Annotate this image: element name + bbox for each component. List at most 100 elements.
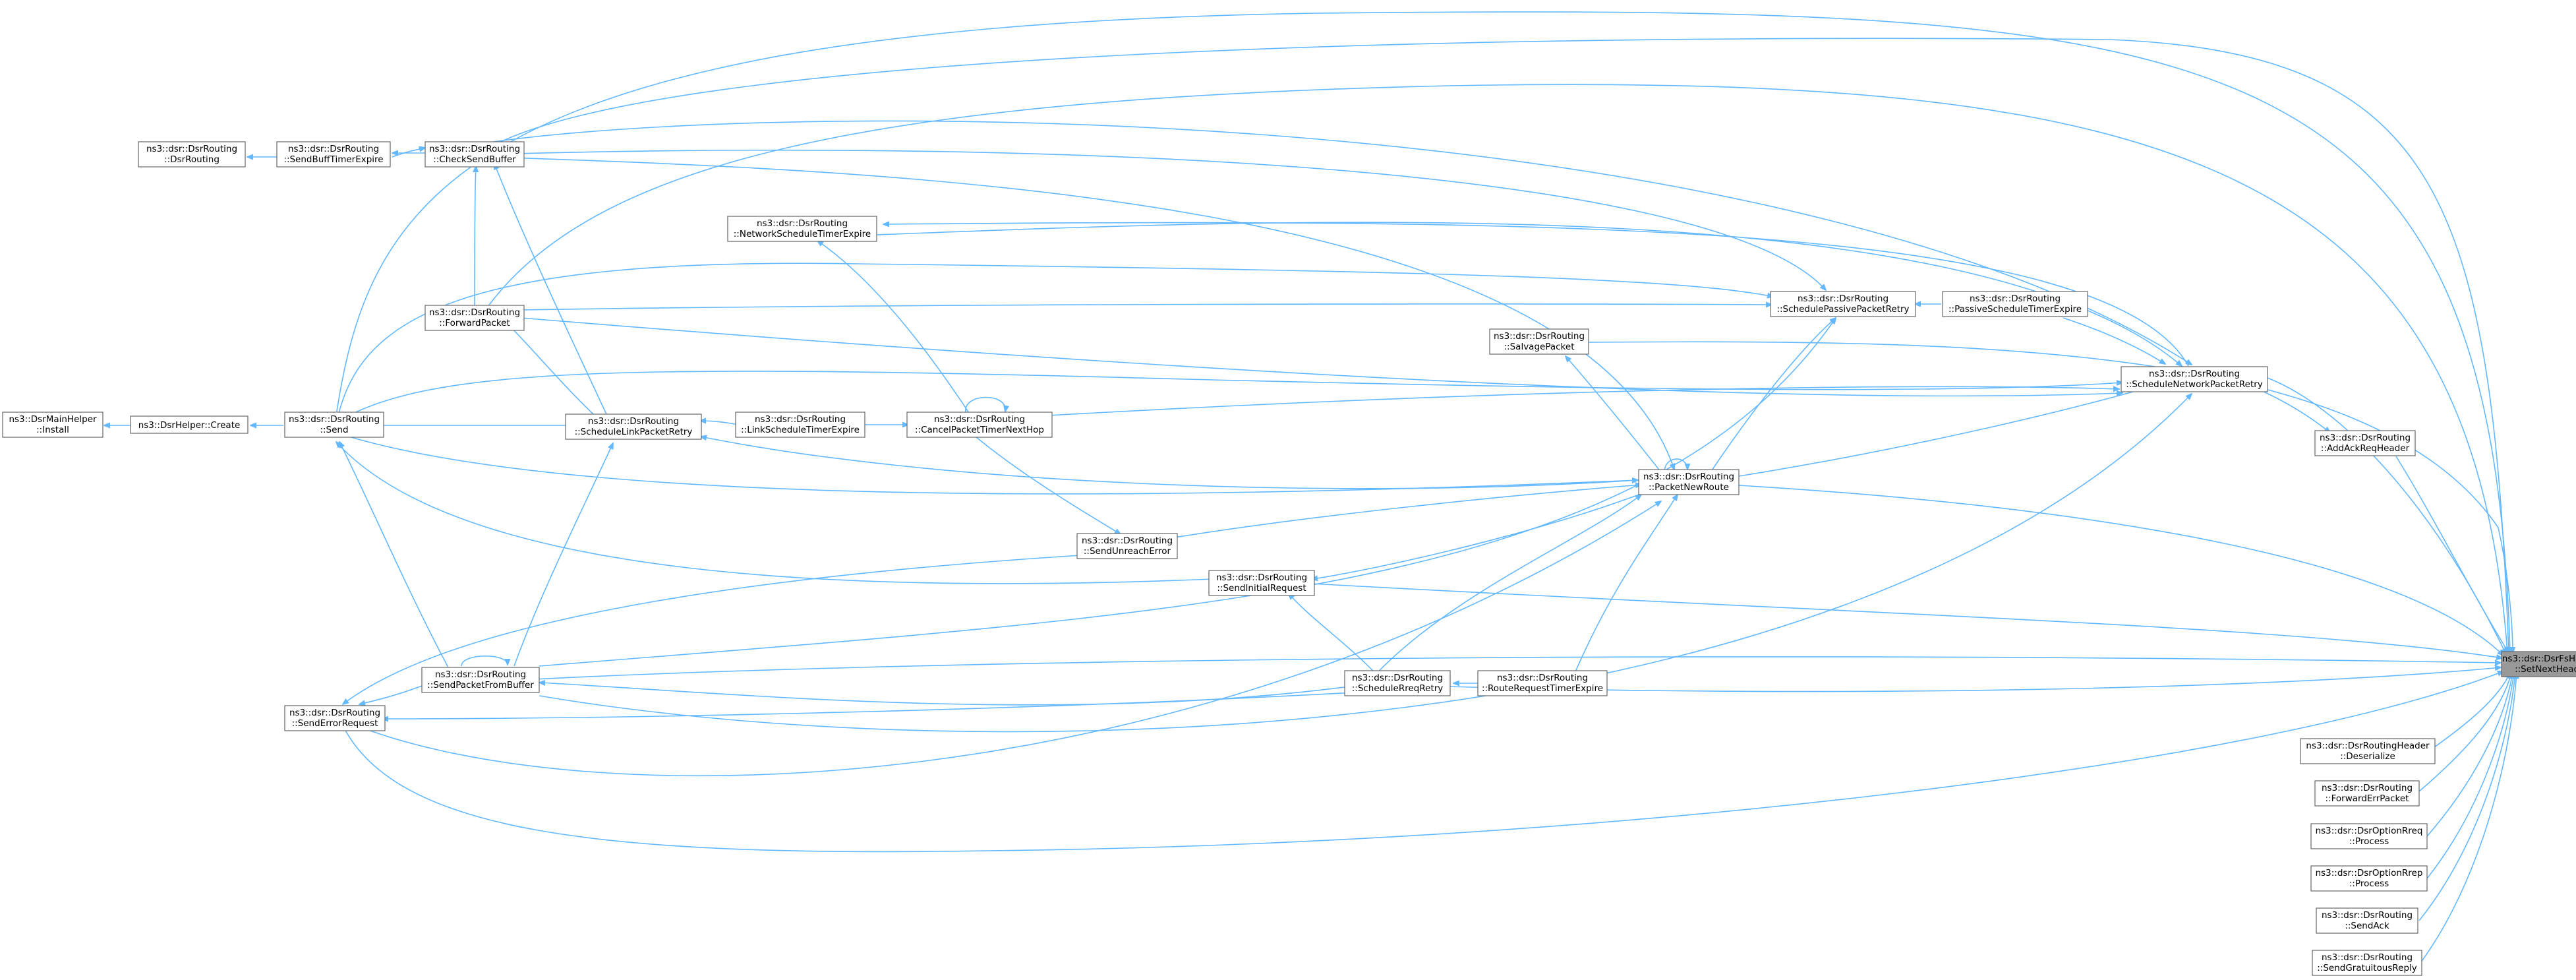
node-label-line1: ns3::dsr::DsrRouting: [2322, 783, 2413, 793]
edge-gratuitous-setnext: [2420, 673, 2517, 964]
edge-spfb-schednet: [539, 394, 2192, 733]
edge-send-schednet: [336, 371, 2122, 423]
edge-forward-checksend: [475, 166, 476, 307]
edge-deser-setnext: [2429, 673, 2510, 751]
node-label-line1: ns3::dsr::DsrRouting: [2322, 952, 2413, 963]
node-checksendbuffer[interactable]: ns3::dsr::DsrRouting ::CheckSendBuffer: [424, 141, 525, 168]
node-schedulepassivepacketretry[interactable]: ns3::dsr::DsrRouting ::SchedulePassivePa…: [1770, 291, 1916, 317]
node-sendack[interactable]: ns3::dsr::DsrRouting ::SendAck: [2316, 907, 2418, 934]
edge-unreach-pnr: [1174, 485, 1641, 538]
node-label-line1: ns3::dsr::DsrRouting: [1082, 536, 1173, 546]
node-schedulenetworkpacketretry[interactable]: ns3::dsr::DsrRouting ::ScheduleNetworkPa…: [2121, 366, 2268, 392]
node-sendinitialrequest[interactable]: ns3::dsr::DsrRouting ::SendInitialReques…: [1208, 570, 1315, 596]
node-label-line2: ::SendBuffTimerExpire: [283, 154, 383, 165]
edge-cancel-self: [965, 396, 1006, 413]
node-label-line2: ::Install: [36, 425, 69, 435]
node-label-line2: ::CheckSendBuffer: [433, 154, 516, 165]
edge-addack-setnext: [2395, 456, 2509, 653]
edge-passive-schednet: [2063, 317, 2165, 364]
node-label-line1: ns3::dsr::DsrRouting: [2320, 433, 2411, 443]
node-label-line1: ns3::dsr::DsrRouting: [1352, 673, 1443, 683]
node-label-line1: ns3::dsr::DsrRouting: [934, 414, 1025, 425]
node-label-line1: ns3::dsr::DsrRouting: [757, 218, 848, 229]
node-label-line2: ::PassiveScheduleTimerExpire: [1948, 304, 2082, 315]
node-sendgratuitousreply[interactable]: ns3::dsr::DsrRouting ::SendGratuitousRep…: [2312, 950, 2422, 976]
edge-schednet-addack: [2260, 390, 2330, 433]
node-label-line1: ns3::dsr::DsrRouting: [429, 307, 520, 318]
node-passivescheduletimerexpire[interactable]: ns3::dsr::DsrRouting ::PassiveScheduleTi…: [1942, 291, 2088, 317]
node-sendunreacherror[interactable]: ns3::dsr::DsrRouting ::SendUnreachError: [1076, 533, 1178, 559]
node-label-line2: ::SendAck: [2345, 921, 2389, 931]
node-label-line2: ::SendGratuitousReply: [2317, 963, 2417, 973]
edge-senderr-setnext: [342, 671, 2503, 853]
node-label-line2: ::ScheduleNetworkPacketRetry: [2126, 379, 2263, 390]
edge-pnr-schednet: [1738, 383, 2165, 477]
node-sendbufftimerexpire[interactable]: ns3::dsr::DsrRouting ::SendBuffTimerExpi…: [276, 141, 391, 168]
edge-lste-schedlink: [700, 421, 739, 425]
node-label-line1: ns3::dsr::DsrRouting: [2149, 369, 2240, 379]
edge-sendbuff-checksend: [392, 148, 425, 158]
node-forwarderrpacket[interactable]: ns3::dsr::DsrRouting ::ForwardErrPacket: [2314, 780, 2420, 807]
node-label-line1: ns3::dsr::DsrRouting: [1216, 572, 1307, 583]
node-label-line2: ::NetworkScheduleTimerExpire: [734, 229, 871, 239]
node-forwardpacket[interactable]: ns3::dsr::DsrRouting ::ForwardPacket: [424, 305, 525, 331]
node-label-line1: ns3::DsrMainHelper: [9, 414, 97, 425]
node-label-line1: ns3::dsr::DsrOptionRrep: [2316, 868, 2423, 878]
edge-checksend-schednet: [488, 120, 2192, 365]
edge-forward-setnext: [487, 84, 2507, 653]
edge-checksend-schedpass: [488, 149, 1826, 290]
edge-senderr-pnr: [355, 501, 1661, 777]
node-salvagepacket[interactable]: ns3::dsr::DsrRouting ::SalvagePacket: [1489, 328, 1589, 355]
node-dsrhelper-create[interactable]: ns3::DsrHelper::Create: [130, 415, 249, 434]
node-label-line1: ns3::dsr::DsrRouting: [289, 414, 380, 425]
node-optionrreq-process[interactable]: ns3::dsr::DsrOptionRreq ::Process: [2310, 823, 2428, 849]
edge-cancel-schednet: [1047, 386, 2119, 416]
node-label-line2: ::SalvagePacket: [1504, 342, 1575, 352]
node-schedulelinkpacketretry[interactable]: ns3::dsr::DsrRouting ::ScheduleLinkPacke…: [565, 413, 702, 440]
edge-send-schedpass: [336, 262, 1773, 426]
node-addackreqheader[interactable]: ns3::dsr::DsrRouting ::AddAckReqHeader: [2314, 430, 2416, 456]
node-optionrrep-process[interactable]: ns3::dsr::DsrOptionRrep ::Process: [2310, 865, 2428, 892]
node-packetnewroute[interactable]: ns3::dsr::DsrRouting ::PacketNewRoute: [1638, 469, 1740, 495]
node-dsrrouting-constructor[interactable]: ns3::dsr::DsrRouting ::DsrRouting: [138, 141, 246, 168]
node-cancelpackettimernexthop[interactable]: ns3::dsr::DsrRouting ::CancelPacketTimer…: [906, 412, 1053, 438]
node-label-line2: ::Deserialize: [2340, 751, 2395, 762]
nodes: ns3::dsr::DsrFsHeader ::SetNextHeader ns…: [2, 141, 2576, 976]
edge-schedlink-checksend: [494, 164, 607, 415]
node-dsrmainhelper-install[interactable]: ns3::DsrMainHelper ::Install: [2, 412, 103, 438]
node-label-line2: ::SendUnreachError: [1084, 546, 1171, 557]
edge-schedrreq-senderr: [382, 692, 1355, 719]
node-schedulerreqretry[interactable]: ns3::dsr::DsrRouting ::ScheduleRreqRetry: [1344, 670, 1451, 696]
edge-schedrreq-spfb: [539, 683, 1355, 706]
edge-forward-schednet: [520, 317, 2122, 397]
edge-spfb-schedpass: [539, 318, 1836, 667]
node-networkscheduletimerexpire[interactable]: ns3::dsr::DsrRouting ::NetworkScheduleTi…: [727, 216, 877, 242]
node-label-line2: ::ForwardErrPacket: [2326, 793, 2409, 804]
node-label-line1: ns3::dsr::DsrRouting: [755, 414, 846, 425]
edge-rrepproc-setnext: [2426, 673, 2514, 879]
edge-pnr-salvage: [1566, 356, 1662, 473]
node-label-line2: ::AddAckReqHeader: [2321, 443, 2410, 454]
node-routingheader-deserialize[interactable]: ns3::dsr::DsrRoutingHeader ::Deserialize: [2300, 738, 2436, 764]
edge-schedlink-forward: [504, 321, 594, 415]
node-senderrorrequest[interactable]: ns3::dsr::DsrRouting ::SendErrorRequest: [284, 705, 386, 731]
edge-rreqproc-setnext: [2426, 673, 2513, 837]
node-label-line2: ::LinkScheduleTimerExpire: [741, 425, 860, 435]
node-send[interactable]: ns3::dsr::DsrRouting ::Send: [284, 412, 384, 438]
node-label-line2: ::SendPacketFromBuffer: [427, 680, 534, 690]
node-sendpacketfrombuffer[interactable]: ns3::dsr::DsrRouting ::SendPacketFromBuf…: [421, 667, 540, 693]
node-setnextheader[interactable]: ns3::dsr::DsrFsHeader ::SetNextHeader: [2501, 651, 2576, 677]
edge-pnr-setnext: [1738, 485, 2503, 656]
node-label-line2: ::ScheduleRreqRetry: [1352, 683, 1444, 694]
node-linkscheduletimerexpire[interactable]: ns3::dsr::DsrRouting ::LinkScheduleTimer…: [735, 412, 865, 438]
node-label-line1: ns3::dsr::DsrRouting: [146, 144, 237, 154]
node-label-line2: ::Send: [320, 425, 348, 435]
edge-pnr-schedlink: [701, 437, 1639, 489]
node-label-line2: ::SendErrorRequest: [292, 718, 378, 729]
node-label-line1: ns3::dsr::DsrRouting: [289, 708, 380, 718]
node-label-line1: ns3::dsr::DsrRouting: [2322, 910, 2413, 921]
node-label-line2: ::ForwardPacket: [439, 318, 510, 328]
node-label-line2: ::ScheduleLinkPacketRetry: [575, 427, 693, 437]
node-routerequesttimerexpire[interactable]: ns3::dsr::DsrRouting ::RouteRequestTimer…: [1477, 670, 1608, 696]
